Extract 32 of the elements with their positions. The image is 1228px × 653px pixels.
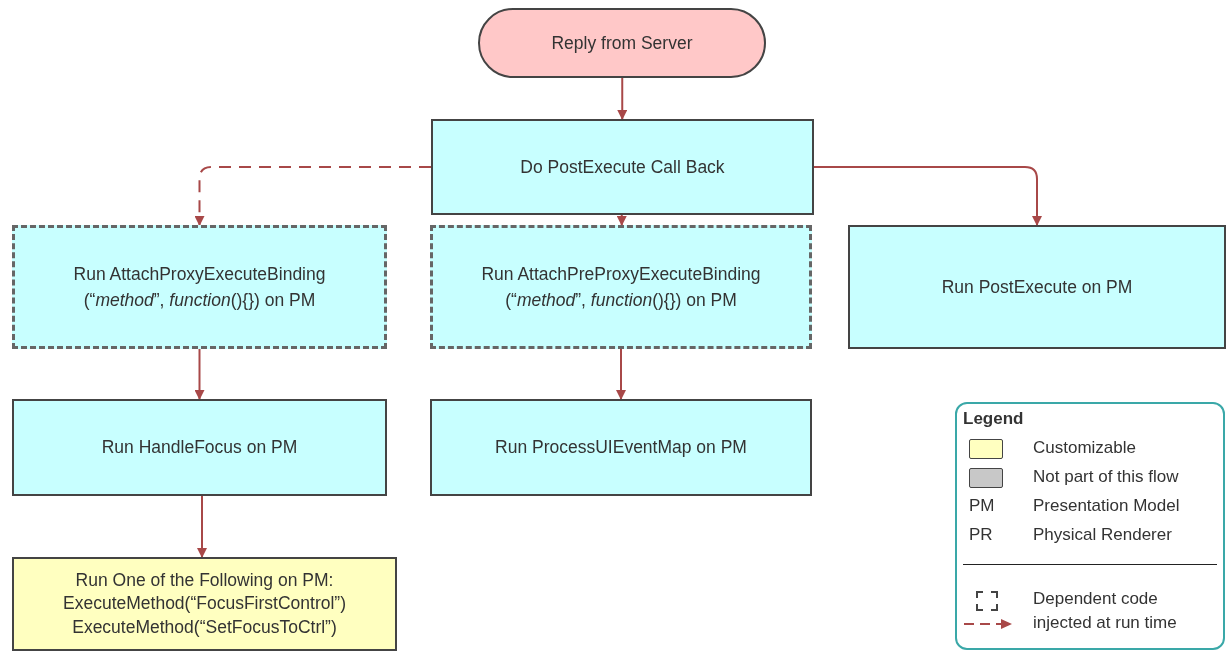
dependent-process-box	[430, 225, 812, 349]
node-text: Run AttachProxyExecuteBinding (“method”, function(){}) on PM	[72, 262, 327, 312]
node-text: Run PostExecute on PM	[941, 275, 1133, 299]
legend-text: Presentation Model	[1033, 496, 1180, 516]
customizable-process-box	[12, 557, 397, 651]
legend-abbreviation: PR	[969, 525, 993, 545]
arrow	[617, 77, 628, 120]
process-box	[430, 399, 812, 496]
node-text: Reply from Server	[551, 31, 693, 55]
node-text: ExecuteMethod(“SetFocusToCtrl”)	[72, 615, 337, 639]
dependent-process-box	[12, 225, 387, 349]
process-box	[848, 225, 1226, 349]
arrow	[813, 166, 1042, 226]
process-box	[431, 119, 814, 215]
legend-text: Physical Renderer	[1033, 525, 1172, 545]
node-text: Run HandleFocus on PM	[101, 436, 298, 460]
arrow	[616, 348, 626, 400]
node-text: ExecuteMethod(“FocusFirstControl”)	[63, 592, 346, 616]
process-box	[12, 399, 387, 496]
arrow	[194, 348, 205, 400]
legend-text: Dependent code injected at run time	[1033, 588, 1178, 634]
node-text: Run ProcessUIEventMap on PM	[495, 436, 747, 460]
legend-title: Legend	[963, 409, 1024, 429]
legend-text: Customizable	[1033, 438, 1136, 458]
arrow	[616, 214, 627, 226]
legend-text: Not part of this flow	[1033, 467, 1179, 487]
arrow	[197, 495, 207, 558]
node-text: Run One of the Following on PM:	[75, 568, 334, 592]
legend-abbreviation: PM	[969, 496, 995, 516]
node-text: Do PostExecute Call Back	[520, 155, 725, 179]
node-text: Run AttachPreProxyExecuteBinding (“method”, function(){}) on PM	[480, 262, 762, 312]
arrow	[194, 166, 432, 226]
